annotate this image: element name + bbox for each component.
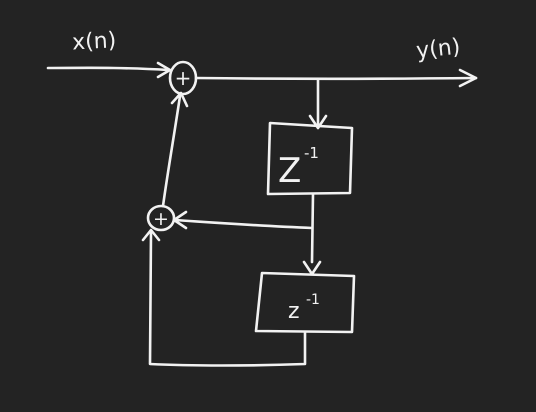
bottom-adder-symbol: + [153, 208, 169, 230]
delay-block-1 [266, 121, 354, 196]
input-label: x(n) [71, 28, 116, 55]
output-line [194, 76, 478, 81]
input-line [46, 66, 170, 72]
feedback-arrowhead-2 [141, 228, 161, 242]
delay-block-1-exponent: -1 [304, 144, 319, 162]
adder-link [161, 94, 182, 208]
input-arrowhead [156, 61, 172, 79]
tap-arrowhead-2 [302, 260, 322, 276]
top-adder-symbol: + [175, 66, 192, 90]
feedback-path-2 [148, 230, 307, 367]
output-arrowhead [458, 68, 478, 88]
output-label: y(n) [415, 35, 462, 64]
bottom-adder [146, 204, 176, 232]
tap-arrowhead-1 [308, 114, 328, 130]
delay-block-1-label: Z [278, 151, 301, 191]
delay-block-2 [254, 271, 356, 334]
feedback-branch-1 [173, 218, 314, 230]
adder-link-arrowhead [170, 91, 189, 108]
delay-block-2-exponent: -1 [306, 292, 320, 308]
delay-block-2-label: z [288, 299, 300, 324]
